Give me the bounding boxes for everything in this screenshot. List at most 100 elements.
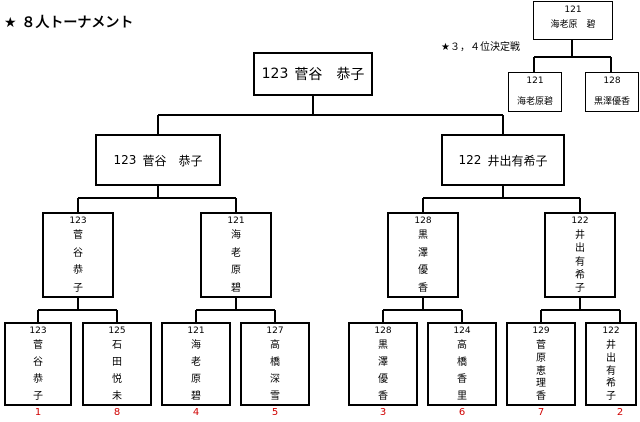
player-name: 菅谷恭子	[44, 230, 112, 294]
name-character: 菅	[73, 230, 83, 241]
player-name: 海老原碧	[163, 340, 229, 402]
name-character: 子	[73, 282, 83, 294]
seed-number: 3	[379, 407, 387, 418]
player-number: 121	[187, 326, 205, 336]
finalist-name: 井出有希子	[487, 153, 548, 168]
name-character: 橋	[270, 357, 280, 368]
name-character: 香	[378, 391, 388, 402]
third-place-note: ★３，４位決定戦	[441, 42, 520, 53]
name-character: 子	[606, 391, 616, 402]
seed-number: 7	[537, 407, 545, 418]
finalist-box-left: 123 菅谷 恭子	[95, 134, 221, 186]
player-name: 海老原碧	[202, 230, 270, 294]
semifinalist-box: 128 黒澤優香	[387, 212, 459, 298]
player-number: 125	[108, 326, 126, 336]
third-place-winner-number: 121	[564, 5, 582, 15]
name-character: 出	[606, 352, 616, 364]
third-place-player-number: 128	[603, 76, 621, 86]
player-name: 井出有希子	[587, 340, 635, 402]
finalist-name: 菅谷 恭子	[142, 153, 203, 168]
third-place-player-name: 海老原碧	[516, 97, 553, 107]
name-character: 石	[112, 340, 122, 351]
semifinalist-box: 121 海老原碧	[200, 212, 272, 298]
player-number: 129	[532, 326, 550, 336]
seed-number: 8	[113, 407, 121, 418]
third-place-winner-name: 海老原 碧	[550, 20, 596, 30]
name-character: 優	[378, 374, 388, 385]
player-name: 黒澤優香	[389, 230, 457, 294]
name-character: 雪	[270, 391, 280, 402]
name-character: 谷	[33, 357, 43, 368]
third-place-winner-box: 121 海老原 碧	[533, 1, 613, 40]
name-character: 希	[606, 378, 616, 390]
semifinalist-box: 123 菅谷恭子	[42, 212, 114, 298]
player-number: 124	[453, 326, 471, 336]
name-character: 未	[112, 391, 122, 402]
name-character: 高	[457, 340, 467, 351]
seed-number: 1	[34, 407, 42, 418]
name-character: 里	[457, 391, 467, 402]
name-character: 深	[270, 374, 280, 385]
name-character: 子	[33, 391, 43, 402]
finalist-box-right: 122 井出有希子	[441, 134, 565, 186]
player-number: 128	[414, 216, 432, 226]
seed-number: 2	[616, 407, 624, 418]
name-character: 碧	[231, 282, 241, 294]
name-character: 谷	[73, 247, 83, 259]
name-character: 優	[418, 265, 428, 277]
player-name: 石田悦未	[84, 340, 150, 402]
name-character: 有	[575, 256, 585, 268]
page-title: ★ ８人トーナメント	[4, 15, 134, 31]
champion-number: 123	[261, 66, 289, 82]
finalist-number: 123	[113, 153, 137, 167]
name-character: 有	[606, 365, 616, 377]
name-character: 香	[457, 374, 467, 385]
name-character: 海	[231, 230, 241, 241]
name-character: 橋	[457, 357, 467, 368]
name-character: 高	[270, 340, 280, 351]
name-character: 恭	[33, 374, 43, 385]
name-character: 井	[575, 230, 585, 241]
third-place-player-box: 121 海老原碧	[508, 72, 562, 112]
player-box: 127 高橋深雪	[240, 322, 310, 406]
player-number: 128	[374, 326, 392, 336]
name-character: 原	[191, 374, 201, 385]
player-box: 123 菅谷恭子	[4, 322, 72, 406]
player-name: 高橋香里	[429, 340, 495, 402]
player-number: 121	[227, 216, 245, 226]
player-number: 122	[571, 216, 589, 226]
name-character: 香	[536, 391, 546, 402]
player-name: 菅谷恭子	[6, 340, 70, 402]
name-character: 老	[231, 247, 241, 259]
player-number: 123	[29, 326, 47, 336]
player-name: 黒澤優香	[350, 340, 416, 402]
champion-box: 123 菅谷 恭子	[253, 52, 373, 96]
player-box: 122 井出有希子	[585, 322, 637, 406]
name-character: 恵	[536, 365, 546, 377]
name-character: 澤	[378, 357, 388, 368]
name-character: 悦	[112, 374, 122, 385]
player-box: 121 海老原碧	[161, 322, 231, 406]
finalist-number: 122	[458, 153, 482, 167]
player-number: 127	[266, 326, 284, 336]
player-box: 125 石田悦未	[82, 322, 152, 406]
third-place-player-box: 128 黒澤優香	[585, 72, 639, 112]
champion-name: 菅谷 恭子	[294, 67, 365, 83]
name-character: 黒	[418, 230, 428, 241]
name-character: 理	[536, 378, 546, 390]
name-character: 原	[536, 352, 546, 364]
name-character: 井	[606, 340, 616, 351]
player-box: 128 黒澤優香	[348, 322, 418, 406]
third-place-player-number: 121	[526, 76, 544, 86]
player-number: 123	[69, 216, 87, 226]
name-character: 香	[418, 282, 428, 294]
name-character: 澤	[418, 247, 428, 259]
name-character: 田	[112, 357, 122, 368]
name-character: 希	[575, 269, 585, 281]
player-name: 高橋深雪	[242, 340, 308, 402]
name-character: 原	[231, 265, 241, 277]
player-number: 122	[602, 326, 620, 336]
